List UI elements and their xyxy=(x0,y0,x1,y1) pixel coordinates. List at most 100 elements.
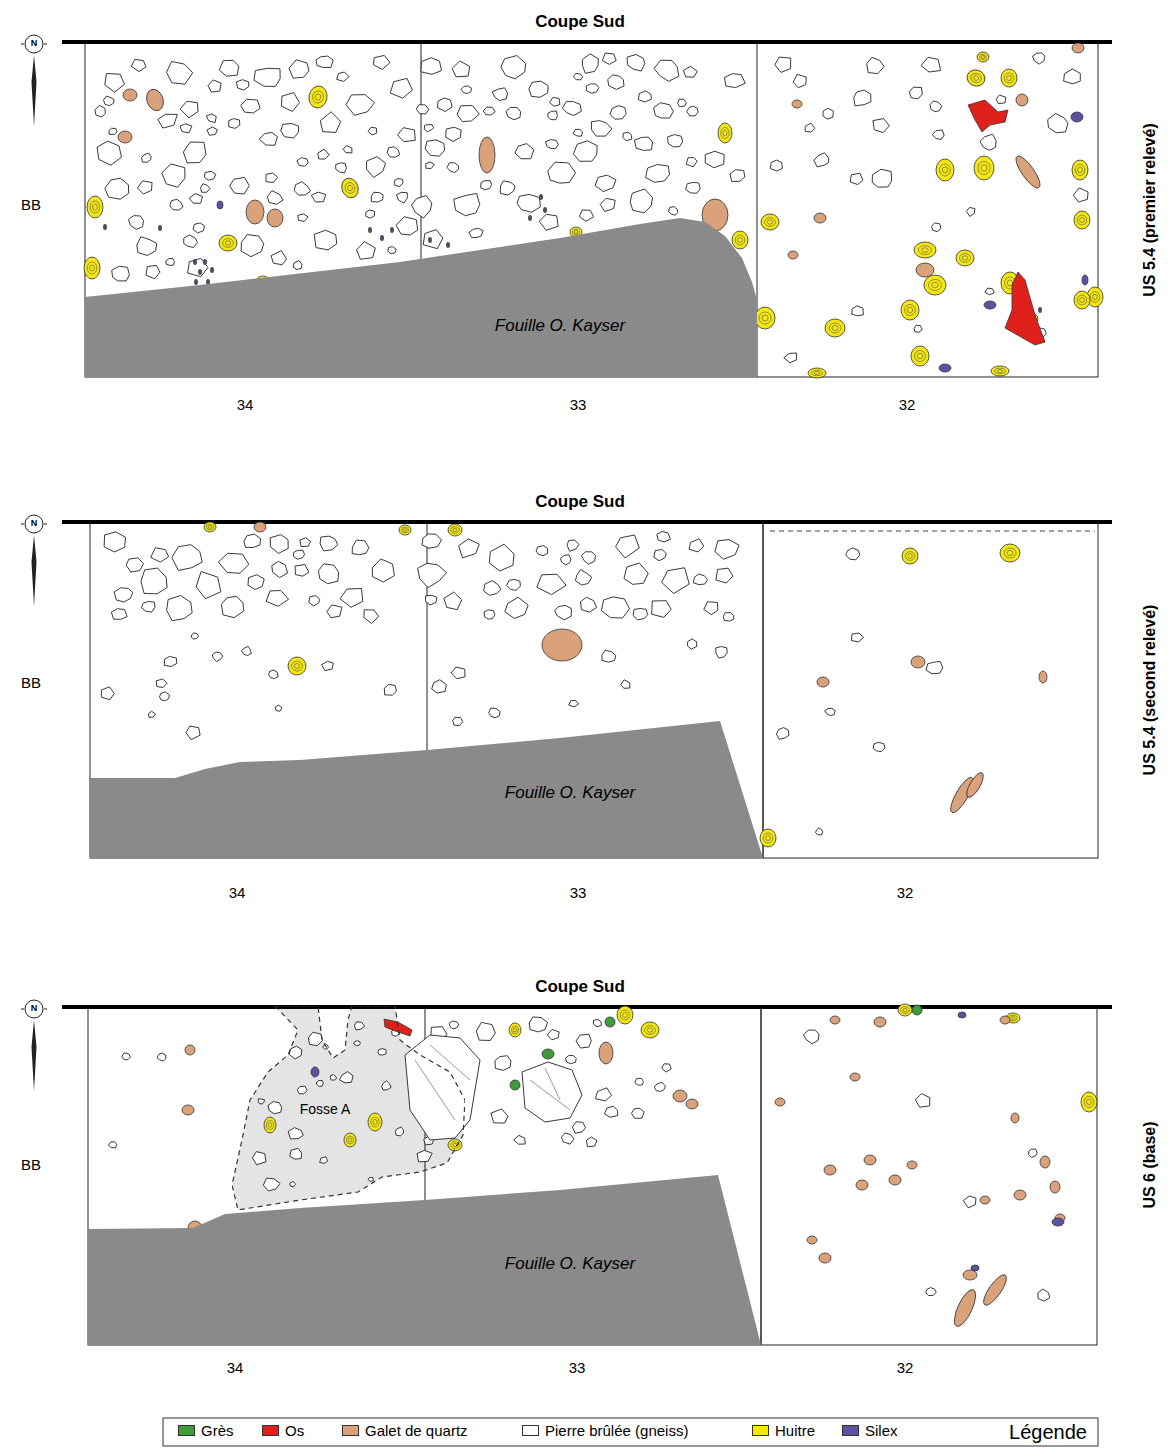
quartz-pebble xyxy=(542,629,582,661)
burnt-stone xyxy=(412,196,432,219)
burnt-stone xyxy=(657,531,671,542)
burnt-stone xyxy=(281,124,299,139)
burnt-stone xyxy=(850,173,863,184)
oyster-shell xyxy=(307,85,329,110)
burnt-stone xyxy=(705,151,724,167)
oyster-shell xyxy=(825,319,845,337)
flint-piece xyxy=(1071,112,1083,122)
burnt-stone xyxy=(1064,69,1081,84)
burnt-stone xyxy=(630,189,652,213)
oyster-shell xyxy=(902,548,918,564)
burnt-stone xyxy=(423,230,443,249)
burnt-stone xyxy=(873,742,885,751)
row-code: BB xyxy=(21,1157,41,1174)
burnt-stone xyxy=(635,1078,644,1085)
burnt-stone xyxy=(166,258,175,265)
burnt-stone xyxy=(572,1122,585,1133)
row-code: BB xyxy=(21,675,41,692)
burnt-stone xyxy=(357,242,376,260)
burnt-stone xyxy=(395,1127,403,1136)
north-symbol: N xyxy=(31,519,38,529)
burnt-stone xyxy=(985,288,994,295)
burnt-stone xyxy=(368,1177,374,1181)
quartz-pebble xyxy=(964,770,987,799)
fragment-dot xyxy=(1038,307,1042,313)
quartz-pebble xyxy=(980,1196,990,1204)
quartz-pebble xyxy=(814,213,826,223)
burnt-stone xyxy=(926,661,943,673)
quartz-pebble xyxy=(864,1155,876,1165)
burnt-stone xyxy=(793,74,806,87)
burnt-stone xyxy=(336,163,347,173)
burnt-stone xyxy=(506,579,520,590)
burnt-stone xyxy=(505,597,528,618)
burnt-stone xyxy=(548,162,576,183)
burnt-stone xyxy=(548,111,558,120)
burnt-stone xyxy=(873,119,889,133)
burnt-stone xyxy=(424,125,433,132)
excavation-grid xyxy=(21,1000,1112,1345)
burnt-stone xyxy=(909,87,922,99)
burnt-stone xyxy=(311,192,325,202)
burnt-stone xyxy=(491,1109,508,1123)
burnt-stone xyxy=(295,565,309,577)
burnt-stone xyxy=(157,1053,166,1061)
burnt-stone xyxy=(914,325,922,332)
oyster-shell xyxy=(977,52,989,62)
burnt-stone xyxy=(724,74,745,88)
burnt-stone xyxy=(254,68,280,86)
oyster-shell xyxy=(761,214,779,230)
burnt-stone xyxy=(293,550,304,559)
burnt-stone xyxy=(608,75,624,90)
region-label: Fouille O. Kayser xyxy=(495,317,625,336)
fragment-dot xyxy=(203,259,207,265)
burnt-stone xyxy=(221,596,244,617)
fragment-dot xyxy=(193,259,197,265)
quartz-pebble xyxy=(1014,1190,1026,1200)
oyster-shell xyxy=(1072,160,1088,180)
oyster-shell xyxy=(755,307,775,329)
burnt-stone xyxy=(600,198,615,211)
burnt-stone xyxy=(610,106,626,120)
legend-text: Grès xyxy=(201,1422,234,1439)
sandstone-piece xyxy=(510,1080,520,1090)
square-number: 33 xyxy=(570,397,587,414)
burnt-stone xyxy=(146,265,160,278)
burnt-stone xyxy=(926,1288,936,1296)
burnt-stone xyxy=(208,80,221,92)
burnt-stone xyxy=(271,251,286,265)
quartz-pebble xyxy=(1040,1156,1050,1168)
burnt-stone xyxy=(184,235,198,248)
burnt-stone xyxy=(623,132,632,140)
burnt-stone xyxy=(288,1128,303,1139)
burnt-stone xyxy=(481,181,492,190)
burnt-stone xyxy=(269,670,279,678)
quartz-pebble xyxy=(267,209,283,227)
legend-text: Huitre xyxy=(775,1422,815,1439)
burnt-stone xyxy=(97,141,121,165)
burnt-stone xyxy=(290,1148,302,1159)
burnt-stone xyxy=(396,217,418,235)
flint-piece xyxy=(984,301,996,309)
burnt-stone xyxy=(500,181,515,195)
burnt-stone xyxy=(382,1081,391,1090)
burnt-stone xyxy=(368,127,377,135)
quartz-pebble xyxy=(1039,671,1047,683)
layer-label: US 6 (base) xyxy=(1141,1121,1159,1208)
burnt-stone xyxy=(417,1150,432,1162)
burnt-stone xyxy=(266,591,289,607)
legend-title: Légende xyxy=(1009,1421,1087,1443)
north-symbol: N xyxy=(31,1004,38,1014)
burnt-stone xyxy=(803,1030,819,1044)
burnt-stone xyxy=(814,153,829,167)
burnt-stone xyxy=(416,105,428,114)
burnt-stone xyxy=(601,597,629,618)
bone xyxy=(384,1019,412,1036)
legend-swatch xyxy=(522,1425,539,1436)
burnt-stone xyxy=(141,568,167,594)
excavation-area: Fouille O. Kayser xyxy=(85,218,757,377)
burnt-stone xyxy=(388,247,396,254)
burnt-stone xyxy=(218,553,248,573)
quartz-pebble xyxy=(850,1073,860,1081)
burnt-stone xyxy=(229,119,240,129)
